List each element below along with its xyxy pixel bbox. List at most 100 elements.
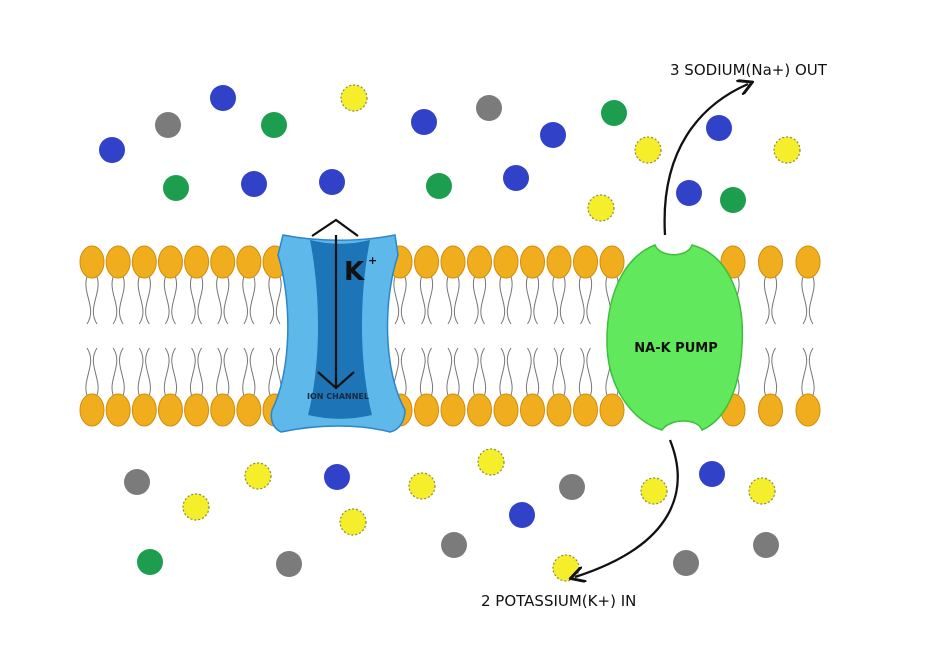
ion-blue xyxy=(509,502,535,528)
ion-green xyxy=(601,100,627,126)
lipid-head xyxy=(520,245,545,279)
lipid-tail xyxy=(579,347,585,399)
potassium-in-arrow xyxy=(575,439,679,577)
ion-green xyxy=(137,549,163,575)
lipid-head xyxy=(414,393,439,427)
lipid-tail xyxy=(480,273,486,325)
ion-flow-arrowhead-down xyxy=(317,371,355,390)
lipid-tail xyxy=(473,347,479,399)
lipid-head xyxy=(467,393,492,427)
ion-gray xyxy=(155,112,181,138)
lipid-tail xyxy=(137,347,144,399)
ion-gray xyxy=(276,551,302,577)
ion-blue xyxy=(699,461,725,487)
lipid-tail xyxy=(420,273,426,325)
lipid-tail xyxy=(427,273,433,325)
ion-green xyxy=(163,175,189,201)
lipid-tail xyxy=(223,273,230,325)
lipid-head xyxy=(131,393,157,427)
lipid-head xyxy=(467,245,492,279)
lipid-tail xyxy=(268,273,275,325)
ion-blue xyxy=(540,122,566,148)
ion-yellow xyxy=(339,508,367,536)
lipid-head xyxy=(758,393,783,427)
lipid-tail xyxy=(473,273,479,325)
lipid-tail xyxy=(446,347,453,399)
ion-yellow xyxy=(408,472,436,500)
lipid-tail xyxy=(526,273,532,325)
lipid-tail xyxy=(771,273,777,325)
lipid-head xyxy=(795,245,821,279)
lipid-tail xyxy=(249,273,256,325)
lipid-tail xyxy=(764,347,770,399)
lipid-head xyxy=(105,393,131,427)
lipid-head xyxy=(157,393,183,427)
ion-yellow xyxy=(748,477,776,505)
lipid-tail xyxy=(453,347,460,399)
ion-blue xyxy=(99,137,125,163)
potassium-in-label: 2 POTASSIUM(K+) IN xyxy=(481,592,636,610)
lipid-tail xyxy=(586,273,592,325)
na-k-pump-body xyxy=(606,244,744,432)
lipid-tail xyxy=(190,273,196,325)
ion-blue xyxy=(411,109,437,135)
lipid-tail xyxy=(552,273,559,325)
lipid-head xyxy=(210,393,236,427)
ion-yellow xyxy=(477,448,505,476)
lipid-tail xyxy=(242,347,249,399)
lipid-head xyxy=(493,245,519,279)
lipid-tail xyxy=(118,273,125,325)
lipid-head xyxy=(105,245,131,279)
ion-yellow xyxy=(773,136,801,164)
ion-yellow xyxy=(587,194,615,222)
lipid-head xyxy=(184,245,210,279)
lipid-head xyxy=(440,393,466,427)
lipid-head xyxy=(520,393,545,427)
lipid-tail xyxy=(190,347,196,399)
ion-gray xyxy=(124,469,150,495)
lipid-tail xyxy=(506,273,513,325)
ion-gray xyxy=(673,550,699,576)
ion-flow-arrowhead-up xyxy=(311,218,359,237)
na-k-pump: NA-K PUMP xyxy=(606,244,744,432)
lipid-head xyxy=(758,245,783,279)
lipid-tail xyxy=(420,347,426,399)
lipid-tail xyxy=(268,347,275,399)
ion-yellow xyxy=(340,84,368,112)
lipid-tail xyxy=(171,347,177,399)
ion-blue xyxy=(503,165,529,191)
lipid-tail xyxy=(579,273,585,325)
na-k-pump-label: NA-K PUMP xyxy=(634,341,717,356)
ion-gray xyxy=(441,532,467,558)
lipid-tail xyxy=(453,273,460,325)
lipid-tail xyxy=(92,273,99,325)
sodium-out-label: 3 SODIUM(Na+) OUT xyxy=(670,61,828,79)
lipid-tail xyxy=(118,347,125,399)
lipid-head xyxy=(184,393,210,427)
lipid-head xyxy=(599,393,625,427)
lipid-tail xyxy=(808,273,815,325)
ion-gray xyxy=(476,95,502,121)
lipid-head xyxy=(79,393,105,427)
ion-yellow xyxy=(634,136,662,164)
ion-yellow xyxy=(182,493,210,521)
lipid-tail xyxy=(506,347,513,399)
ion-blue xyxy=(241,171,267,197)
ion-gray xyxy=(559,474,585,500)
sodium-out-arrow xyxy=(663,84,748,236)
ion-blue xyxy=(676,180,702,206)
lipid-head xyxy=(157,245,183,279)
lipid-tail xyxy=(764,273,770,325)
lipid-tail xyxy=(586,347,592,399)
lipid-tail xyxy=(446,273,453,325)
lipid-tail xyxy=(111,273,118,325)
lipid-tail xyxy=(400,347,407,399)
ion-charge: + xyxy=(368,254,377,267)
ion-yellow xyxy=(244,462,272,490)
lipid-head xyxy=(795,393,821,427)
lipid-tail xyxy=(85,347,92,399)
lipid-tail xyxy=(559,273,566,325)
lipid-tail xyxy=(216,273,222,325)
lipid-tail xyxy=(171,273,177,325)
